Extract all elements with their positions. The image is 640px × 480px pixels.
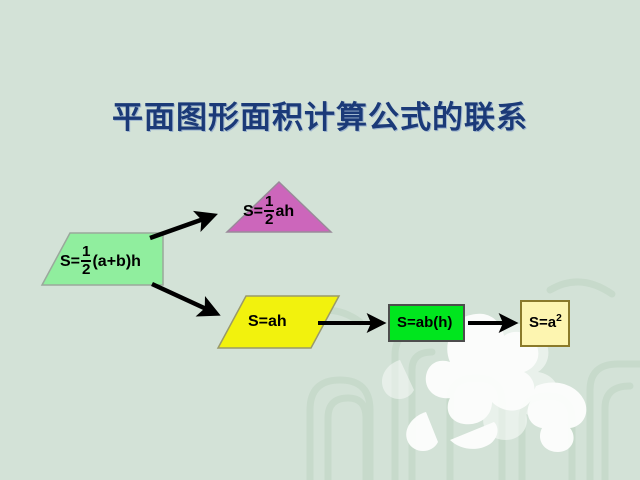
- square-formula-lead: S=a: [529, 314, 557, 331]
- triangle-numerator: 1: [265, 193, 274, 210]
- parallelogram-shape[interactable]: [216, 295, 341, 349]
- fraction-bar: [81, 260, 92, 263]
- square-exponent: 2: [556, 313, 562, 324]
- triangle-shape[interactable]: [225, 180, 333, 233]
- parallelogram-formula-label: S=ah: [248, 313, 287, 330]
- arrow-trapezoid-to-parallelogram: [151, 281, 221, 317]
- triangle-formula-lead: S=: [243, 203, 264, 221]
- trapezoid-denominator: 2: [82, 261, 91, 279]
- triangle-formula-tail: ah: [275, 203, 295, 221]
- trapezoid-shape[interactable]: [40, 232, 164, 286]
- triangle-formula-label: S= 1 2 ah: [243, 193, 295, 229]
- rectangle-formula-label: S=ab(h): [397, 314, 453, 331]
- trapezoid-formula-label: S= 1 2 (a+b)h: [60, 243, 141, 279]
- trapezoid-fraction: 1 2: [81, 243, 92, 279]
- arrow-trapezoid-to-triangle: [149, 210, 218, 241]
- triangle-denominator: 2: [265, 211, 274, 229]
- trapezoid-formula-lead: S=: [60, 253, 81, 271]
- trapezoid-formula-tail: (a+b)h: [92, 253, 141, 271]
- page-title: 平面图形面积计算公式的联系: [112, 100, 528, 136]
- rectangle-shape[interactable]: [388, 304, 465, 342]
- trapezoid-numerator: 1: [82, 243, 91, 260]
- square-formula-label: S=a2: [529, 313, 562, 331]
- square-shape[interactable]: [520, 300, 570, 347]
- fraction-bar: [264, 210, 275, 213]
- triangle-fraction: 1 2: [264, 193, 275, 229]
